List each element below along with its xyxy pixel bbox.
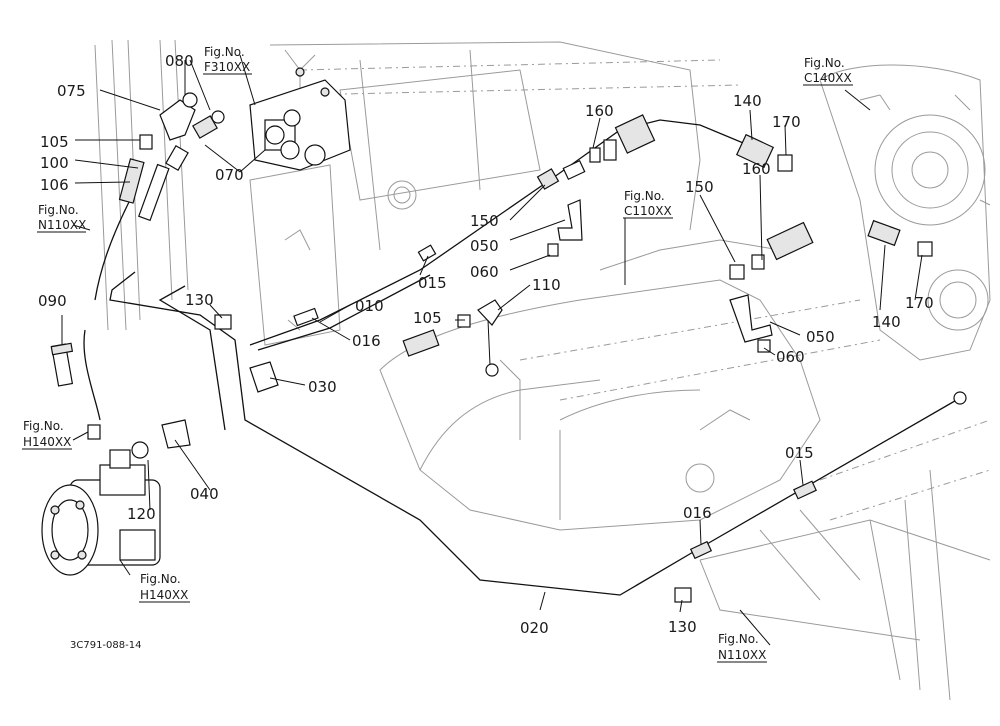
fig-ref-f310: Fig.No. F310XX bbox=[203, 45, 252, 75]
svg-text:Fig.No.: Fig.No. bbox=[804, 56, 845, 70]
part-label-110: 110 bbox=[532, 276, 561, 294]
part-label-070: 070 bbox=[215, 166, 244, 184]
part-label-040: 040 bbox=[190, 485, 219, 503]
part-label-130: 130 bbox=[185, 291, 214, 309]
fig-ref-h140-bottom: Fig.No. H140XX bbox=[139, 572, 190, 603]
svg-text:Fig.No.: Fig.No. bbox=[204, 45, 245, 59]
bracket-050 bbox=[547, 199, 583, 257]
part-label-140: 140 bbox=[872, 313, 901, 331]
svg-text:Fig.No.: Fig.No. bbox=[23, 419, 64, 433]
fitting-group-right-lower bbox=[729, 221, 814, 353]
part-label-015: 015 bbox=[418, 274, 447, 292]
pipe-assembly bbox=[83, 119, 961, 596]
svg-text:Fig.No.: Fig.No. bbox=[140, 572, 181, 586]
fig-ref-c140: Fig.No. C140XX bbox=[803, 56, 853, 86]
part-label-120: 120 bbox=[127, 505, 156, 523]
svg-text:C140XX: C140XX bbox=[804, 71, 852, 85]
part-label-050: 050 bbox=[806, 328, 835, 346]
part-label-050: 050 bbox=[470, 237, 499, 255]
figure-references: Fig.No. F310XX Fig.No. C140XX Fig.No. N1… bbox=[22, 45, 853, 663]
fitting-group-left bbox=[118, 92, 225, 222]
svg-text:Fig.No.: Fig.No. bbox=[38, 203, 79, 217]
part-label-106: 106 bbox=[40, 176, 69, 194]
steering-unit bbox=[41, 449, 161, 576]
part-labels: 075 080 105 100 106 070 090 130 010 016 … bbox=[38, 52, 934, 637]
part-label-170: 170 bbox=[772, 113, 801, 131]
control-valve bbox=[249, 67, 351, 171]
svg-text:N110XX: N110XX bbox=[718, 648, 766, 662]
part-label-160: 160 bbox=[742, 160, 771, 178]
fig-ref-h140-left: Fig.No. H140XX bbox=[22, 419, 72, 450]
svg-text:Fig.No.: Fig.No. bbox=[624, 189, 665, 203]
part-label-170: 170 bbox=[905, 294, 934, 312]
part-label-105: 105 bbox=[413, 309, 442, 327]
components bbox=[41, 67, 967, 603]
fig-ref-n110-left: Fig.No. N110XX bbox=[37, 203, 86, 233]
pipe-fittings-upper bbox=[293, 114, 656, 327]
part-label-016: 016 bbox=[683, 504, 712, 522]
part-label-060: 060 bbox=[776, 348, 805, 366]
part-label-090: 090 bbox=[38, 292, 67, 310]
fitting-group-right-upper bbox=[735, 133, 933, 257]
part-label-016: 016 bbox=[352, 332, 381, 350]
part-label-030: 030 bbox=[308, 378, 337, 396]
leader-lines bbox=[61, 54, 923, 646]
svg-text:F310XX: F310XX bbox=[204, 60, 250, 74]
svg-text:N110XX: N110XX bbox=[38, 218, 86, 232]
clamps bbox=[131, 314, 967, 603]
background-outlines bbox=[94, 39, 991, 701]
fig-ref-c110: Fig.No. C110XX bbox=[623, 189, 673, 219]
part-label-105: 105 bbox=[40, 133, 69, 151]
part-label-150: 150 bbox=[470, 212, 499, 230]
part-label-010: 010 bbox=[355, 297, 384, 315]
svg-text:C110XX: C110XX bbox=[624, 204, 672, 218]
svg-text:H140XX: H140XX bbox=[23, 435, 71, 449]
part-label-075: 075 bbox=[57, 82, 86, 100]
fitting-group-center bbox=[402, 299, 503, 377]
part-label-020: 020 bbox=[520, 619, 549, 637]
hose-090 bbox=[50, 342, 101, 440]
svg-text:Fig.No.: Fig.No. bbox=[718, 632, 759, 646]
part-label-150: 150 bbox=[685, 178, 714, 196]
part-label-015: 015 bbox=[785, 444, 814, 462]
part-label-130: 130 bbox=[668, 618, 697, 636]
part-label-100: 100 bbox=[40, 154, 69, 172]
part-label-080: 080 bbox=[165, 52, 194, 70]
part-label-160: 160 bbox=[585, 102, 614, 120]
part-label-060: 060 bbox=[470, 263, 499, 281]
fig-ref-n110-bottom: Fig.No. N110XX bbox=[717, 632, 767, 663]
part-label-140: 140 bbox=[733, 92, 762, 110]
svg-text:H140XX: H140XX bbox=[140, 588, 188, 602]
drawing-code: 3C791-088-14 bbox=[70, 640, 141, 651]
